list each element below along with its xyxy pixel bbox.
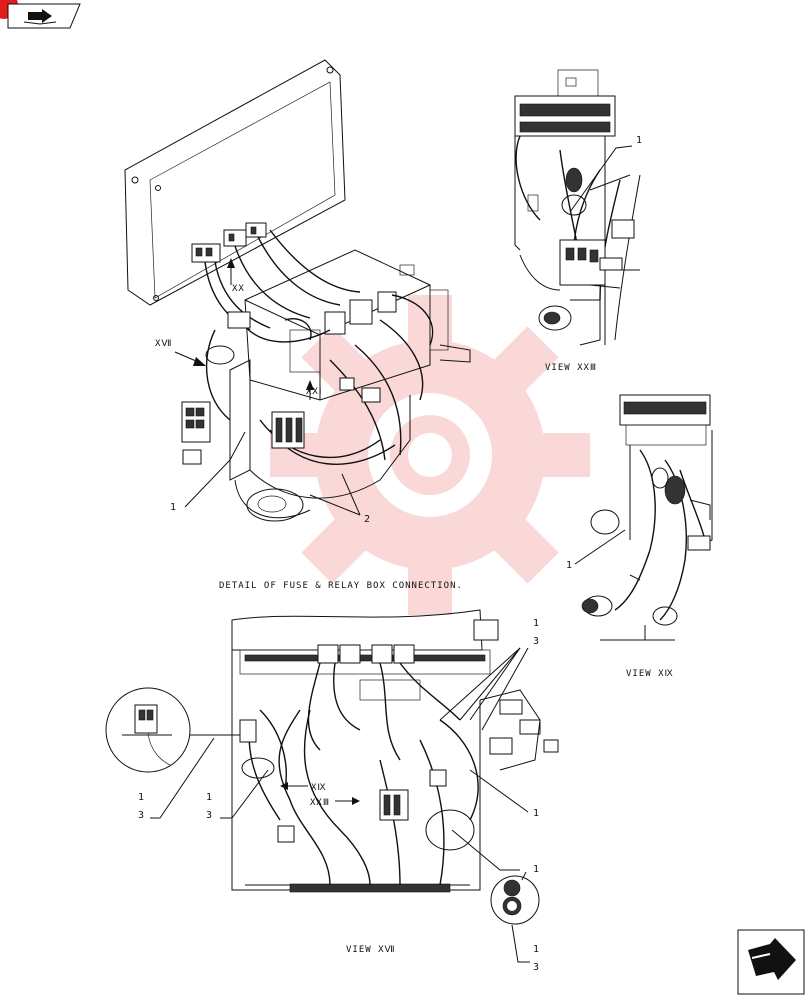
top-nav-button[interactable] [0,0,81,29]
callout-2-detail: 2 [364,514,370,525]
callout-1-view-xvii-right: 1 [533,808,539,819]
callout-1-view-xvii-bottom: 1 [533,944,539,955]
caption-view-xix: VIEW XⅨ [626,669,674,679]
callout-3-view-xvii-left: 3 [138,810,144,821]
arrow-label-xix: XⅨ [311,783,327,793]
arrow-label-xxiii: XXⅢ [310,798,330,808]
caption-detail: DETAIL OF FUSE & RELAY BOX CONNECTION. [219,581,463,591]
caption-view-xvii: VIEW XⅦ [346,945,396,955]
callout-3-view-xvii-mid: 3 [206,810,212,821]
book-arrow-icon [23,9,57,25]
view-xix [574,394,713,641]
next-page-arrow-icon [748,938,796,980]
arrow-label-xxi: XXⅠ [306,387,323,397]
callout-3-view-xvii-bottom: 3 [533,962,539,973]
callout-1-view-xvii-mid: 1 [206,792,212,803]
callout-1-view-xvii-top: 1 [533,618,539,629]
callout-1-view-xix: 1 [566,560,572,571]
caption-view-xxiii: VIEW XXⅢ [545,363,597,373]
detail-fuse-relay-box [124,59,471,522]
callout-1-view-xvii-circle: 1 [533,864,539,875]
arrow-label-xvii: XⅦ [155,339,173,349]
arrow-label-xx: XX [232,284,245,294]
view-xxiii [514,69,641,346]
callout-1-view-xvii-left: 1 [138,792,144,803]
callout-3-view-xvii-top: 3 [533,636,539,647]
callout-1-view-xxiii: 1 [636,135,642,146]
callout-1-detail: 1 [170,502,176,513]
bottom-nav-button[interactable] [737,929,805,995]
view-xvii [105,609,559,963]
